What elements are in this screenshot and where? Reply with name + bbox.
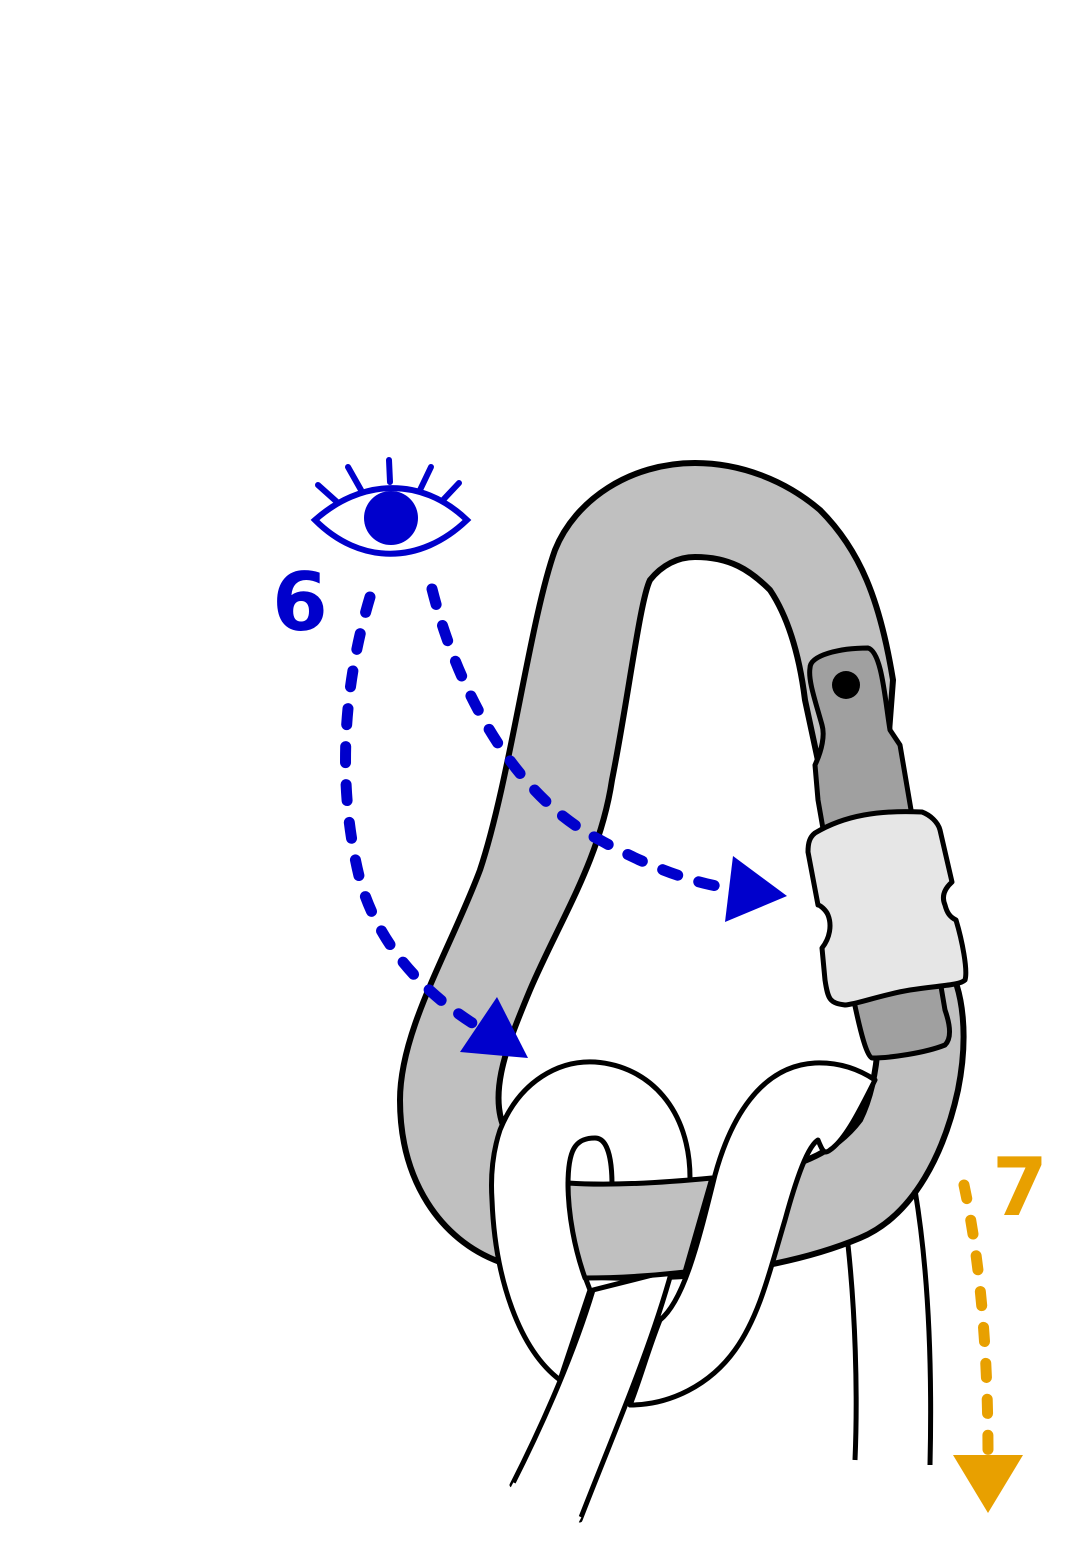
step7-arrow-down <box>958 1179 994 1461</box>
step6-arrow-right <box>426 583 736 894</box>
rope-crossing-strand <box>627 1060 878 1408</box>
step7-label: 7 <box>992 1141 1048 1234</box>
step6-label: 6 <box>272 556 328 649</box>
rope-right-strand-b <box>912 1189 934 1466</box>
rope-first-loop <box>489 1059 693 1383</box>
step6-arrow-down <box>340 591 498 1041</box>
rope-right-strand-a <box>845 1244 859 1461</box>
carabiner-spine-visible <box>565 1175 715 1281</box>
screw-gate-sleeve <box>805 809 969 1008</box>
eye-icon <box>310 457 472 557</box>
arrow-head-icon <box>725 856 787 922</box>
arrow-head-icon <box>460 997 528 1058</box>
gate-pin <box>832 671 860 699</box>
arrow-head-icon <box>953 1455 1023 1513</box>
